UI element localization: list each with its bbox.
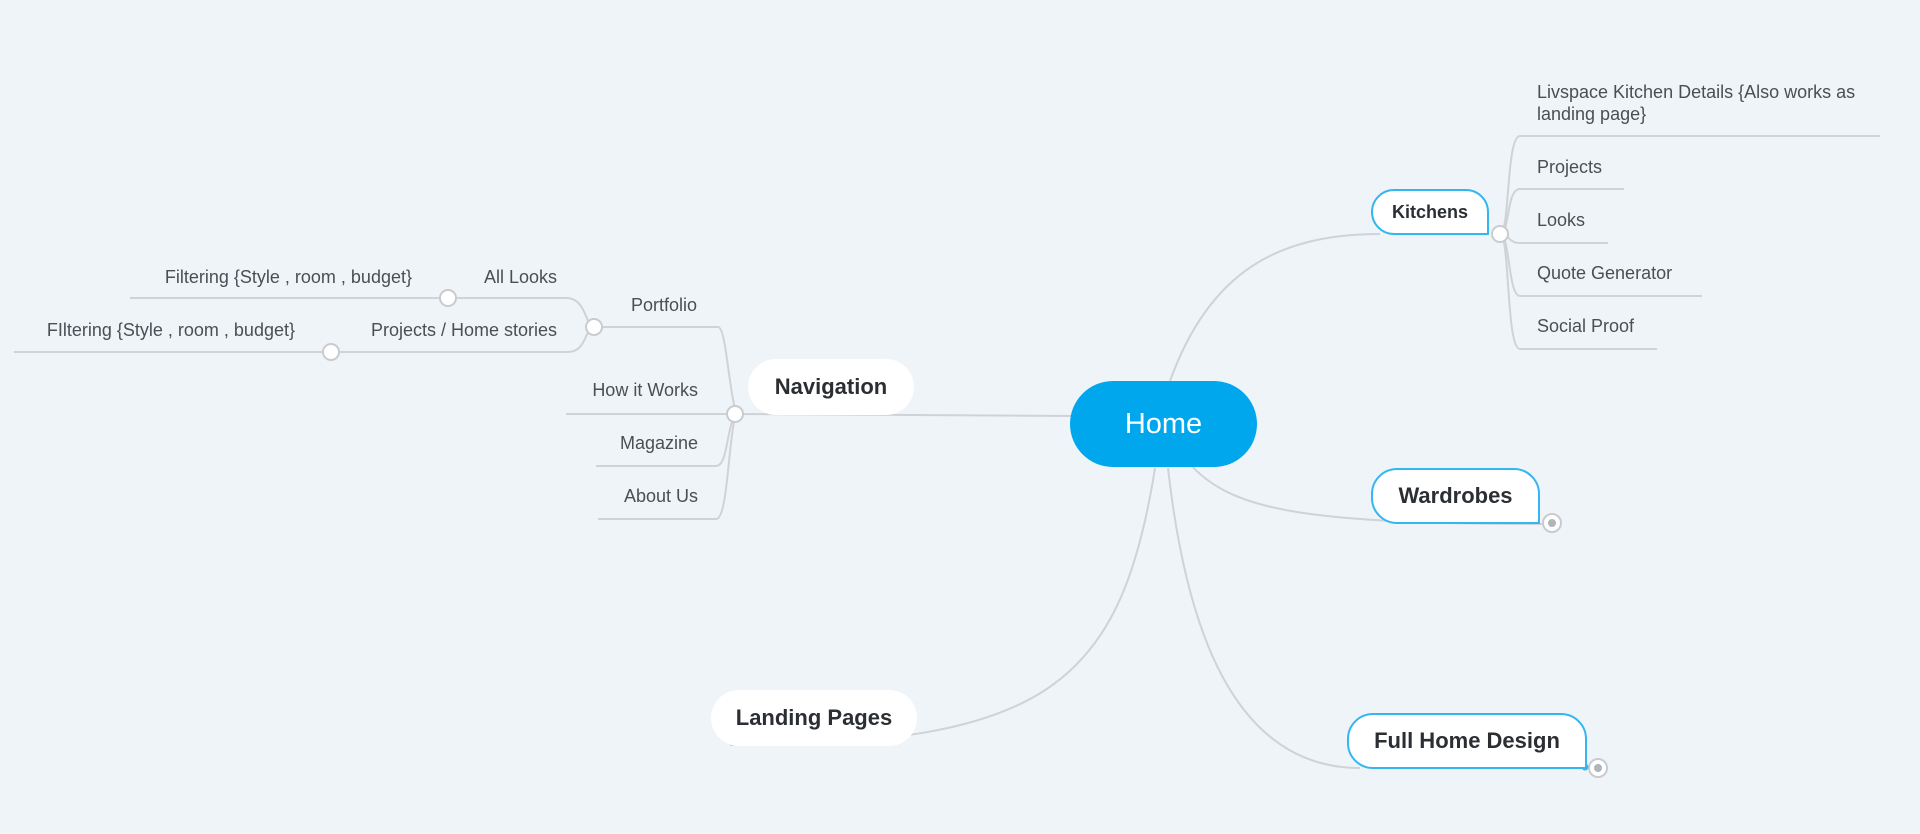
- root-topic-label: Home: [1124, 407, 1203, 440]
- topic-kitchens-label: Kitchens: [1391, 201, 1469, 222]
- subtopic-social-proof[interactable]: Social Proof: [1537, 316, 1635, 336]
- topic-landing-pages[interactable]: Landing Pages: [711, 690, 917, 746]
- portfolio-collapse-dot[interactable]: [585, 318, 603, 336]
- topic-landing-pages-label: Landing Pages: [735, 705, 893, 730]
- subtopic-portfolio[interactable]: Portfolio: [630, 295, 697, 315]
- subtopic-all-looks-filtering[interactable]: Filtering {Style , room , budget}: [164, 267, 412, 287]
- edge-navigation-about-us: [598, 413, 737, 520]
- all-looks-collapse-dot[interactable]: [439, 289, 457, 307]
- projects-collapse-dot[interactable]: [322, 343, 340, 361]
- edge-root-kitchens: [1169, 233, 1381, 382]
- navigation-collapse-dot[interactable]: [726, 405, 744, 423]
- subtopic-all-looks[interactable]: All Looks: [483, 267, 557, 287]
- topic-navigation-label: Navigation: [774, 374, 888, 399]
- edge-navigation-portfolio: [700, 326, 737, 414]
- topic-full-home-design-label: Full Home Design: [1374, 728, 1560, 753]
- subtopic-projects-filtering[interactable]: FIltering {Style , room , budget}: [46, 320, 295, 340]
- subtopic-magazine[interactable]: Magazine: [619, 433, 698, 453]
- topic-wardrobes[interactable]: Wardrobes: [1371, 468, 1540, 524]
- topic-navigation[interactable]: Navigation: [748, 359, 914, 415]
- subtopic-about-us[interactable]: About Us: [623, 486, 698, 506]
- edge-kitchens-looks: [1499, 233, 1608, 244]
- subtopic-kitchen-projects[interactable]: Projects: [1537, 157, 1603, 177]
- topic-wardrobes-label: Wardrobes: [1398, 483, 1513, 508]
- subtopic-kitchen-looks[interactable]: Looks: [1537, 210, 1586, 230]
- subtopic-quote-generator[interactable]: Quote Generator: [1537, 263, 1673, 283]
- kitchens-collapse-dot[interactable]: [1491, 225, 1509, 243]
- subtopic-how-it-works[interactable]: How it Works: [592, 380, 698, 400]
- subtopic-projects-home-stories[interactable]: Projects / Home stories: [370, 320, 557, 340]
- edge-root-full-home-design: [1167, 467, 1361, 769]
- root-topic-home[interactable]: Home: [1070, 381, 1257, 467]
- topic-kitchens[interactable]: Kitchens: [1371, 189, 1489, 235]
- subtopic-kitchen-details[interactable]: Livspace Kitchen Details {Also works as …: [1537, 82, 1856, 124]
- topic-full-home-design[interactable]: Full Home Design: [1347, 713, 1587, 769]
